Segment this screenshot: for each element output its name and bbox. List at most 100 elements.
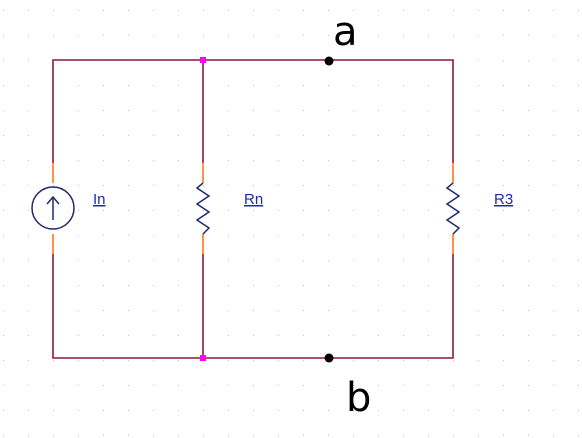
grid-dot — [128, 185, 129, 186]
current-source-in[interactable] — [31, 163, 75, 254]
grid-dot — [78, 260, 79, 261]
grid-dot — [503, 110, 504, 111]
grid-dot — [428, 10, 429, 11]
grid-dot — [353, 85, 354, 86]
grid-dot — [503, 360, 504, 361]
grid-dot — [403, 85, 404, 86]
r3-zigzag — [445, 182, 461, 235]
grid-dot — [478, 260, 479, 261]
grid-dot — [378, 310, 379, 311]
grid-dot — [303, 285, 304, 286]
grid-dot — [553, 210, 554, 211]
grid-dot — [253, 160, 254, 161]
grid-dot — [478, 285, 479, 286]
grid-dot — [178, 110, 179, 111]
grid-dot — [553, 285, 554, 286]
grid-dot — [153, 35, 154, 36]
grid-dot — [28, 210, 29, 211]
grid-dot — [53, 360, 54, 361]
grid-dot — [28, 185, 29, 186]
grid-dot — [228, 410, 229, 411]
grid-dot — [153, 160, 154, 161]
grid-dot — [3, 310, 4, 311]
grid-dot — [253, 135, 254, 136]
grid-dot — [328, 285, 329, 286]
grid-dot — [278, 335, 279, 336]
grid-dot — [78, 210, 79, 211]
grid-dot — [53, 10, 54, 11]
grid-dot — [278, 35, 279, 36]
grid-dot — [478, 60, 479, 61]
arrow-up-icon — [46, 195, 60, 220]
grid-dot — [153, 385, 154, 386]
grid-dot — [203, 10, 204, 11]
grid-dot — [528, 60, 529, 61]
grid-dot — [503, 10, 504, 11]
grid-dot — [353, 310, 354, 311]
grid-dot — [153, 410, 154, 411]
grid-dot — [3, 335, 4, 336]
grid-dot — [378, 360, 379, 361]
bottom-wire[interactable] — [52, 254, 454, 359]
grid-dot — [253, 385, 254, 386]
grid-dot — [378, 185, 379, 186]
grid-dot — [503, 385, 504, 386]
grid-dot — [478, 35, 479, 36]
grid-dot — [203, 410, 204, 411]
grid-dot — [478, 235, 479, 236]
grid-dot — [253, 10, 254, 11]
grid-dot — [553, 110, 554, 111]
grid-dot — [278, 185, 279, 186]
grid-dot — [478, 135, 479, 136]
grid-dot — [428, 235, 429, 236]
r3-label[interactable]: R3 — [494, 191, 513, 208]
node-a-marker[interactable] — [324, 56, 334, 66]
grid-dot — [28, 160, 29, 161]
grid-dot — [353, 335, 354, 336]
grid-dot — [178, 235, 179, 236]
resistor-rn[interactable] — [195, 163, 211, 254]
grid-dot — [478, 360, 479, 361]
grid-dot — [578, 285, 579, 286]
grid-dot — [253, 360, 254, 361]
grid-dot — [378, 85, 379, 86]
source-label[interactable]: In — [93, 191, 106, 208]
grid-dot — [128, 435, 129, 436]
grid-dot — [278, 410, 279, 411]
grid-dot — [3, 110, 4, 111]
grid-dot — [153, 310, 154, 311]
grid-dot — [328, 385, 329, 386]
grid-dot — [178, 210, 179, 211]
grid-dot — [303, 210, 304, 211]
grid-dot — [253, 210, 254, 211]
grid-dot — [428, 360, 429, 361]
grid-dot — [253, 310, 254, 311]
grid-dot — [303, 135, 304, 136]
grid-dot — [403, 410, 404, 411]
grid-dot — [78, 85, 79, 86]
grid-dot — [578, 310, 579, 311]
grid-dot — [503, 435, 504, 436]
grid-dot — [103, 385, 104, 386]
grid-dot — [3, 260, 4, 261]
grid-dot — [328, 310, 329, 311]
grid-dot — [303, 110, 304, 111]
rn-label[interactable]: Rn — [244, 191, 263, 208]
grid-dot — [453, 360, 454, 361]
grid-dot — [253, 410, 254, 411]
grid-dot — [303, 160, 304, 161]
grid-dot — [428, 85, 429, 86]
grid-dot — [303, 360, 304, 361]
grid-dot — [378, 385, 379, 386]
grid-dot — [328, 335, 329, 336]
grid-dot — [378, 35, 379, 36]
node-b-marker[interactable] — [324, 353, 334, 363]
grid-dot — [3, 235, 4, 236]
grid-dot — [278, 135, 279, 136]
grid-dot — [303, 410, 304, 411]
resistor-r3[interactable] — [445, 163, 461, 254]
grid-dot — [403, 10, 404, 11]
top-wire[interactable] — [52, 59, 454, 163]
grid-dot — [128, 260, 129, 261]
grid-dot — [553, 310, 554, 311]
